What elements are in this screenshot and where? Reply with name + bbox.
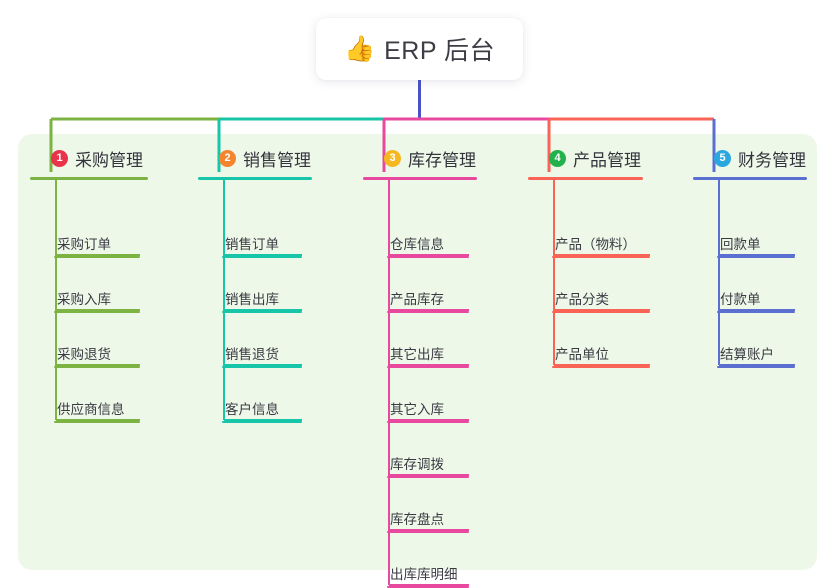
leaf-node[interactable]: 采购订单 <box>54 228 140 258</box>
branch-children-2: 销售订单销售出库销售退货客户信息 <box>198 180 312 448</box>
thumbs-up-icon: 👍 <box>343 34 376 63</box>
leaf-node-label: 结算账户 <box>720 347 774 362</box>
leaf-node[interactable]: 产品（物料） <box>552 228 650 258</box>
leaf-node-label: 产品分类 <box>555 292 609 307</box>
branch-underline-1 <box>30 177 148 180</box>
leaf-node[interactable]: 结算账户 <box>717 338 795 368</box>
branch-title-4: 产品管理 <box>573 150 641 170</box>
leaf-node[interactable]: 产品分类 <box>552 283 650 313</box>
branch-header-2[interactable]: 2 销售管理 <box>198 146 312 170</box>
leaf-node-label: 产品单位 <box>555 347 609 362</box>
leaf-node[interactable]: 付款单 <box>717 283 795 313</box>
branch-underline-4 <box>528 177 643 180</box>
leaf-node-underline <box>387 421 469 423</box>
leaf-node[interactable]: 回款单 <box>717 228 795 258</box>
leaf-node[interactable]: 产品单位 <box>552 338 650 368</box>
branch-5[interactable]: 5 财务管理回款单付款单结算账户 <box>693 146 807 393</box>
branch-title-2: 销售管理 <box>243 150 311 170</box>
leaf-node-underline <box>54 311 140 313</box>
branch-badge-5: 5 <box>714 149 731 167</box>
leaf-node-underline <box>387 311 469 313</box>
leaf-node-label: 销售出库 <box>225 292 279 307</box>
leaf-node[interactable]: 其它出库 <box>387 338 469 368</box>
leaf-node-label: 库存调拨 <box>390 457 444 472</box>
leaf-node-underline <box>387 531 469 533</box>
branch-badge-1: 1 <box>51 149 68 167</box>
root-node[interactable]: 👍 ERP 后台 <box>316 18 523 80</box>
branch-4[interactable]: 4 产品管理产品（物料） 产品分类产品单位 <box>528 146 650 393</box>
leaf-node-underline <box>387 476 469 478</box>
leaf-node-label: 产品（物料） <box>555 237 636 252</box>
leaf-node[interactable]: 销售退货 <box>222 338 302 368</box>
leaf-node-underline <box>54 256 140 258</box>
leaf-node[interactable]: 供应商信息 <box>54 393 140 423</box>
branch-header-5[interactable]: 5 财务管理 <box>693 146 807 170</box>
leaf-node-underline <box>717 256 795 258</box>
leaf-node-underline <box>222 256 302 258</box>
leaf-node-label: 供应商信息 <box>57 402 125 417</box>
branch-title-1: 采购管理 <box>75 150 143 170</box>
branch-header-3[interactable]: 3 库存管理 <box>363 146 477 170</box>
branch-header-1[interactable]: 1 采购管理 <box>30 146 148 170</box>
branch-underline-5 <box>693 177 807 180</box>
leaf-node-underline <box>717 311 795 313</box>
leaf-node-underline <box>387 256 469 258</box>
leaf-node[interactable]: 仓库信息 <box>387 228 469 258</box>
leaf-node-label: 付款单 <box>720 292 761 307</box>
branch-children-4: 产品（物料） 产品分类产品单位 <box>528 180 650 393</box>
branch-title-5: 财务管理 <box>738 150 806 170</box>
leaf-node[interactable]: 库存调拨 <box>387 448 469 478</box>
leaf-node-label: 采购订单 <box>57 237 111 252</box>
leaf-node-label: 采购退货 <box>57 347 111 362</box>
leaf-node[interactable]: 产品库存 <box>387 283 469 313</box>
leaf-node[interactable]: 库存盘点 <box>387 503 469 533</box>
leaf-node[interactable]: 出库库明细 <box>387 558 469 588</box>
branch-underline-2 <box>198 177 312 180</box>
diagram-background-panel <box>18 134 817 570</box>
leaf-node-label: 采购入库 <box>57 292 111 307</box>
leaf-node[interactable]: 采购退货 <box>54 338 140 368</box>
branch-1[interactable]: 1 采购管理采购订单采购入库采购退货供应商信息 <box>30 146 148 448</box>
leaf-node-underline <box>387 586 469 588</box>
branch-underline-3 <box>363 177 477 180</box>
leaf-node-underline <box>222 421 302 423</box>
leaf-node-label: 回款单 <box>720 237 761 252</box>
leaf-node-label: 仓库信息 <box>390 237 444 252</box>
leaf-node-underline <box>54 421 140 423</box>
leaf-node-label: 产品库存 <box>390 292 444 307</box>
leaf-node-underline <box>54 366 140 368</box>
leaf-node[interactable]: 其它入库 <box>387 393 469 423</box>
leaf-node-label: 客户信息 <box>225 402 279 417</box>
leaf-node-label: 其它入库 <box>390 402 444 417</box>
branch-badge-4: 4 <box>549 149 566 167</box>
leaf-node-underline <box>222 311 302 313</box>
leaf-node[interactable]: 销售出库 <box>222 283 302 313</box>
branch-title-3: 库存管理 <box>408 150 476 170</box>
leaf-node[interactable]: 销售订单 <box>222 228 302 258</box>
branch-children-5: 回款单付款单结算账户 <box>693 180 807 393</box>
branch-2[interactable]: 2 销售管理销售订单销售出库销售退货客户信息 <box>198 146 312 448</box>
leaf-node-underline <box>552 256 650 258</box>
leaf-node-label: 销售订单 <box>225 237 279 252</box>
leaf-node-underline <box>552 311 650 313</box>
branch-header-4[interactable]: 4 产品管理 <box>528 146 643 170</box>
leaf-node-underline <box>387 366 469 368</box>
branch-badge-2: 2 <box>219 149 236 167</box>
branch-3[interactable]: 3 库存管理仓库信息产品库存其它出库其它入库库存调拨库存盘点出库库明细 <box>363 146 477 588</box>
leaf-node-underline <box>717 366 795 368</box>
leaf-node-label: 出库库明细 <box>390 567 458 582</box>
leaf-node[interactable]: 客户信息 <box>222 393 302 423</box>
leaf-node-label: 销售退货 <box>225 347 279 362</box>
leaf-node-label: 其它出库 <box>390 347 444 362</box>
leaf-node-label: 库存盘点 <box>390 512 444 527</box>
branch-children-3: 仓库信息产品库存其它出库其它入库库存调拨库存盘点出库库明细 <box>363 180 477 588</box>
leaf-node-underline <box>222 366 302 368</box>
leaf-node[interactable]: 采购入库 <box>54 283 140 313</box>
root-node-title: ERP 后台 <box>384 37 496 65</box>
branch-children-1: 采购订单采购入库采购退货供应商信息 <box>30 180 148 448</box>
leaf-node-underline <box>552 366 650 368</box>
branch-badge-3: 3 <box>384 149 401 167</box>
